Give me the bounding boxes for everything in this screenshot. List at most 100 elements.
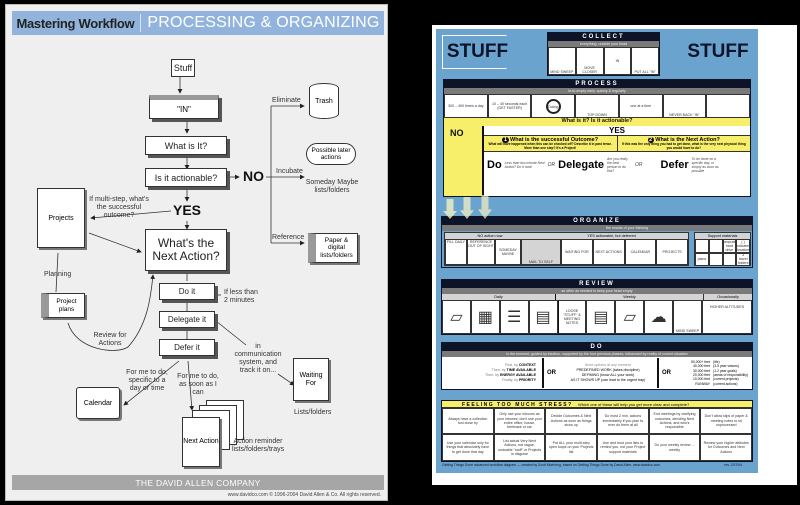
do-section: DO in the moment, guided by intuition, s… xyxy=(441,342,753,390)
line-planning xyxy=(55,252,59,293)
revision-text: rev. 2/27/04 xyxy=(724,463,742,467)
next-action-stack-icon: Next Action xyxy=(182,417,220,467)
criteria-key: Then, by xyxy=(485,373,500,377)
no-label: NO xyxy=(450,128,464,138)
stress-question: Which one of these will help you get mor… xyxy=(578,402,690,407)
folder-icon: Paper & digital lists/folders xyxy=(308,233,358,263)
criteria-key: Finally, by xyxy=(502,378,520,383)
incubate-label: Incubate xyxy=(276,168,303,175)
option-shows-up: AS IT SHOWS UP (can lead to the urgent t… xyxy=(570,378,646,383)
hard-drive-label: computer hard drive xyxy=(722,239,737,253)
altitude-meaning: (areas of responsibility) xyxy=(713,373,749,377)
altitude-level: 10,000 feet xyxy=(693,377,710,382)
credit-text: Getting Things Done advanced workflow di… xyxy=(442,463,661,467)
one-at-a-time-icon: one at a time xyxy=(618,94,663,118)
next-action-question: 2 What is the Next Action? If this was t… xyxy=(618,136,751,151)
support-grid: computer hard drive ( ) indicates locati… xyxy=(695,239,750,266)
down-arrow-icon xyxy=(443,199,457,219)
criteria-item: First, by CONTEXT xyxy=(442,363,536,368)
stuff-label: Stuff xyxy=(173,63,193,73)
process-speed: 10 – 40 seconds each (GET FASTER) xyxy=(487,94,532,118)
weekly-header: Weekly xyxy=(555,294,703,300)
next-action-text: If this was the only thing you had to ge… xyxy=(621,142,746,150)
do-note: Less than two minute Next Action? Do it … xyxy=(504,161,545,169)
altitude-item: 50,000+ feet(life) xyxy=(684,360,752,364)
delegate-label: Delegate xyxy=(558,159,605,171)
stress-tip: Don't allow slips of paper & meeting not… xyxy=(700,408,753,434)
calendar-grid-icon: CALENDAR xyxy=(624,239,657,265)
workflow-poster: STUFF STUFF COLLECT everything, outside … xyxy=(436,29,758,473)
stress-tip: Use and trust your lists to remind you, … xyxy=(597,434,649,461)
organize-headers: NO action now YES actionable, but deferr… xyxy=(445,233,688,239)
header-subtitle: PROCESSING & ORGANIZING xyxy=(147,14,380,31)
process-frequency: 300 – 400 times a day xyxy=(444,94,488,118)
criteria-value: ENERGY AVAILABLE xyxy=(499,373,536,377)
in-tray: "IN" xyxy=(149,95,219,119)
or-1: OR xyxy=(547,162,556,168)
mind-map-icon xyxy=(722,252,737,266)
altitude-item: RUNWAY(current actions) xyxy=(684,382,752,386)
defer-note: To be done on a specific day, or simply … xyxy=(691,157,719,173)
options-list: three options at any moment PREDEFINED W… xyxy=(559,363,657,384)
altitudes-list: 50,000+ feet(life)40,000 feet(3-5 year v… xyxy=(674,360,752,387)
collect-subtitle: everything, outside your head xyxy=(548,41,659,47)
do-delegate-defer-row: Do Less than two minute Next Action? Do … xyxy=(484,152,750,178)
stuff-right-label: STUFF xyxy=(687,41,749,62)
next-action-title: What is the Next Action? xyxy=(655,137,720,143)
what-is-it-label: What is It? xyxy=(164,140,208,151)
project-plans-label: Project plans xyxy=(56,298,77,313)
altitude-item: 20,000 feet(areas of responsibility) xyxy=(684,373,752,377)
altitude-item: 40,000 feet(3-5 year visions) xyxy=(684,364,752,368)
review-mind-sweep-icon: MIND SWEEP xyxy=(673,300,703,334)
review-notes-icon: ▤ xyxy=(528,300,558,334)
stress-section: FEELING TOO MUCH STRESS? Which one of th… xyxy=(441,400,753,462)
arrow-next-action xyxy=(187,360,195,411)
daily-header: Daily xyxy=(494,295,503,299)
no-label: NO xyxy=(243,168,264,184)
next-action-box: What's the Next Action? xyxy=(145,229,227,271)
actionable-label: Is it actionable? xyxy=(154,172,218,183)
document-icon: Waiting For xyxy=(293,358,329,401)
higher-altitudes-icon: HIGHER ALTITUDES xyxy=(702,300,753,334)
criteria-key: Then, by xyxy=(491,367,507,372)
mind-sweep-icon: MIND SWEEP xyxy=(548,47,576,75)
arrow-projects-next xyxy=(88,232,142,253)
option-defining: DEFINING (know ALL your work) xyxy=(581,373,635,377)
altitude-level: 20,000 feet xyxy=(693,373,710,377)
criteria-item: Finally, by PRIORITY xyxy=(442,378,536,383)
organize-subtitle: the results of your thinking xyxy=(442,225,752,231)
arrow-waiting xyxy=(277,373,295,386)
delegate-note: Are you really the best person to do thi… xyxy=(607,157,628,173)
or-a-label: OR xyxy=(547,370,556,376)
process-title: PROCESS xyxy=(444,80,750,88)
plans-label: plans xyxy=(695,252,709,266)
review-projects-icon: ▤ xyxy=(586,300,616,334)
defer-label: Defer xyxy=(660,159,689,171)
collect-items: MIND SWEEP MOVE CLOSER IN PUT ALL "IN" xyxy=(548,47,659,75)
criteria-key: First, by xyxy=(505,362,519,367)
review-lists-icon: ☰ xyxy=(499,300,529,334)
do-it-label: Do it xyxy=(178,287,196,296)
altitude-item: 30,000 feet(1-2 year goals) xyxy=(684,369,752,373)
stress-tip: Do most 2 min. actions immediately if yo… xyxy=(597,408,649,434)
possible-later-label: Possible later actions xyxy=(311,146,351,161)
actionable-box: Is it actionable? xyxy=(145,168,227,187)
support-cabinet-icon xyxy=(708,239,723,253)
copyright: www.davidco.com © 1996-2004 David Allen … xyxy=(227,492,381,498)
review-subtitle: as often as needed to keep your head emp… xyxy=(442,288,752,294)
paper-label: Paper & digital lists/folders xyxy=(320,237,353,259)
in-papers-icon: IN xyxy=(603,47,632,75)
criteria-item: Then, by ENERGY AVAILABLE xyxy=(442,373,536,378)
review-folder-icon: ▱ xyxy=(442,300,471,334)
organize-title: ORGANIZE xyxy=(442,217,752,225)
do-subtitle: in the moment, guided by intuition, supp… xyxy=(442,351,752,357)
altitude-meaning: (life) xyxy=(713,359,720,364)
review-section: REVIEW as often as needed to keep your h… xyxy=(441,279,753,335)
calendar-label: Calendar xyxy=(83,399,113,407)
support-materials: Support materials computer hard drive ( … xyxy=(694,232,751,266)
criteria-value: CONTEXT xyxy=(518,362,536,367)
outcome-number-badge: 1 xyxy=(502,137,509,143)
mail-folder-icon: MAIL TO SELF xyxy=(521,239,561,265)
do-label: Do xyxy=(487,159,502,171)
